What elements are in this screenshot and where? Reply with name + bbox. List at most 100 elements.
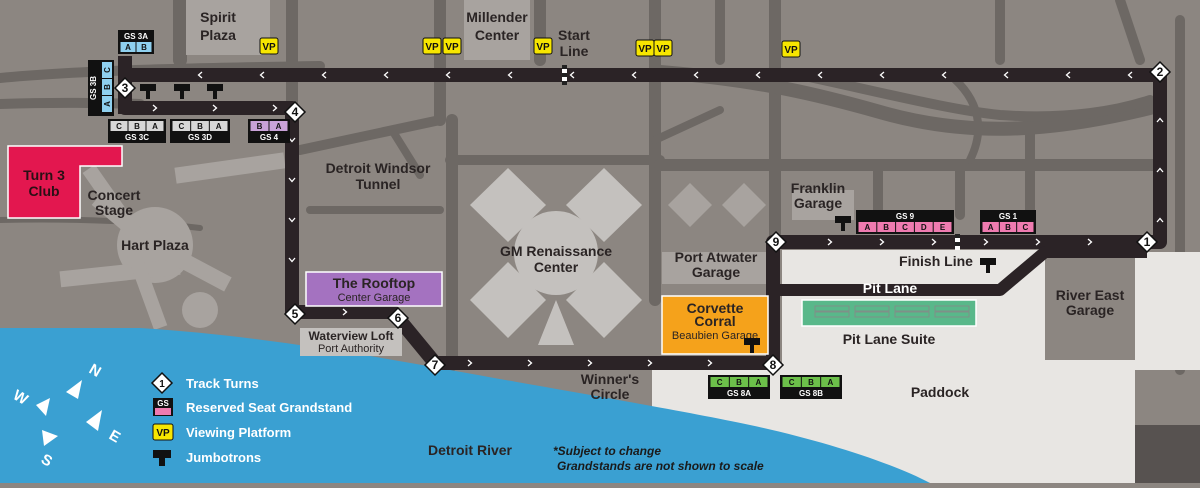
corvette-title-2: Corral (694, 313, 735, 329)
hart-plaza-shape (59, 152, 286, 330)
legend-jumbotrons-text: Jumbotrons (186, 450, 261, 465)
direction-chevron (707, 359, 713, 367)
turn-number: 3 (122, 81, 129, 95)
suite-box (934, 305, 970, 312)
turn-4-marker: 4 (283, 100, 307, 124)
grandstand-section: A (865, 223, 871, 232)
track-direction-arrows (152, 71, 1164, 367)
franklin-label-2: Garage (794, 195, 842, 211)
legend-vp-icon: VP (152, 423, 174, 441)
grandstand-name: GS 1 (999, 212, 1018, 221)
turn-9-marker: 9 (764, 230, 788, 254)
suite-box (814, 305, 850, 312)
grandstand-name: GS 4 (260, 133, 279, 142)
direction-chevron (1156, 167, 1164, 173)
legend-turn-icon: 1 (150, 371, 174, 395)
turn-number: 2 (1157, 65, 1164, 79)
direction-chevron (1156, 117, 1164, 123)
rooftop-area (305, 271, 443, 307)
direction-chevron (693, 71, 699, 79)
direction-chevron (197, 71, 203, 79)
direction-chevron (879, 238, 885, 246)
direction-chevron (527, 359, 533, 367)
waterview-area (300, 328, 402, 356)
direction-chevron (827, 238, 833, 246)
legend-gs-text: Reserved Seat Grandstand (186, 400, 352, 415)
grandstand-name: GS 9 (896, 212, 915, 221)
corvette-title-1: Corvette (687, 300, 744, 316)
grandstand-section: A (103, 101, 112, 107)
suite-box (814, 311, 850, 318)
grandstand-section: C (116, 122, 122, 131)
detroit-river (0, 328, 930, 483)
direction-chevron (1156, 217, 1164, 223)
direction-chevron (941, 71, 947, 79)
direction-chevron (983, 238, 989, 246)
turn-number: 8 (770, 358, 777, 372)
river-east-label: River East (1056, 287, 1125, 303)
svg-text:VP: VP (638, 44, 652, 55)
grandstand-section: E (940, 223, 946, 232)
dark-block (1135, 425, 1200, 483)
jumbotron-icon (207, 84, 223, 99)
winners-circle-label: Winner's (581, 371, 640, 387)
waterview-title: Waterview Loft (309, 329, 394, 343)
rooftop-sub: Center Garage (338, 292, 411, 304)
direction-chevron (467, 359, 473, 367)
turn-3-marker: 3 (113, 76, 137, 100)
direction-chevron (321, 71, 327, 79)
turn-number: 5 (292, 307, 299, 321)
grandstand-section: A (125, 43, 131, 52)
svg-text:VP: VP (656, 44, 670, 55)
windsor-tunnel-label-2: Tunnel (356, 176, 401, 192)
direction-chevron (212, 104, 218, 112)
start-line-label: Start (558, 27, 590, 43)
gm-center-label: GM Renaissance (500, 243, 612, 259)
grandstand-name: GS 3D (188, 133, 212, 142)
jumbotron-icon (140, 84, 156, 99)
turn-number: 6 (395, 311, 402, 325)
grandstand-section: D (921, 223, 927, 232)
winners-circle-label-2: Circle (591, 386, 630, 402)
suite-box (894, 305, 930, 312)
direction-chevron (383, 71, 389, 79)
grandstand-section: A (216, 122, 222, 131)
grandstand-section: B (134, 122, 140, 131)
river-east-label-2: Garage (1066, 302, 1114, 318)
suite-box (894, 311, 930, 318)
grandstand-section: C (178, 122, 184, 131)
grandstand-name: GS 3C (125, 133, 149, 142)
direction-chevron (342, 308, 348, 316)
corvette-sub: Beaubien Garage (672, 330, 758, 342)
grandstand-section: C (1022, 223, 1028, 232)
suite-box (854, 311, 890, 318)
place-labels: Spirit Plaza Millender Center Start Line… (88, 9, 1125, 458)
direction-chevron (1087, 238, 1093, 246)
viewing-platform: VP (259, 37, 279, 55)
direction-chevron (288, 257, 296, 263)
direction-chevron (631, 71, 637, 79)
viewing-platform: VP (653, 39, 673, 57)
turn-number: 7 (432, 358, 439, 372)
suite-box (934, 311, 970, 318)
legend-gs-icon: GS (153, 398, 173, 416)
grandstand-section: A (827, 378, 833, 387)
pit-lane-suite-label: Pit Lane Suite (843, 331, 936, 347)
grandstand-section: B (1005, 223, 1011, 232)
compass-n-arrow (66, 380, 82, 399)
jumbotron-icon (835, 216, 851, 231)
direction-chevron (272, 104, 278, 112)
turn3-club-label: Turn 3 (23, 167, 65, 183)
pit-lane-suite-boxes (814, 305, 970, 318)
viewing-platform: VP (442, 37, 462, 55)
jumbotron-icon (174, 84, 190, 99)
detroit-river-label: Detroit River (428, 442, 513, 458)
